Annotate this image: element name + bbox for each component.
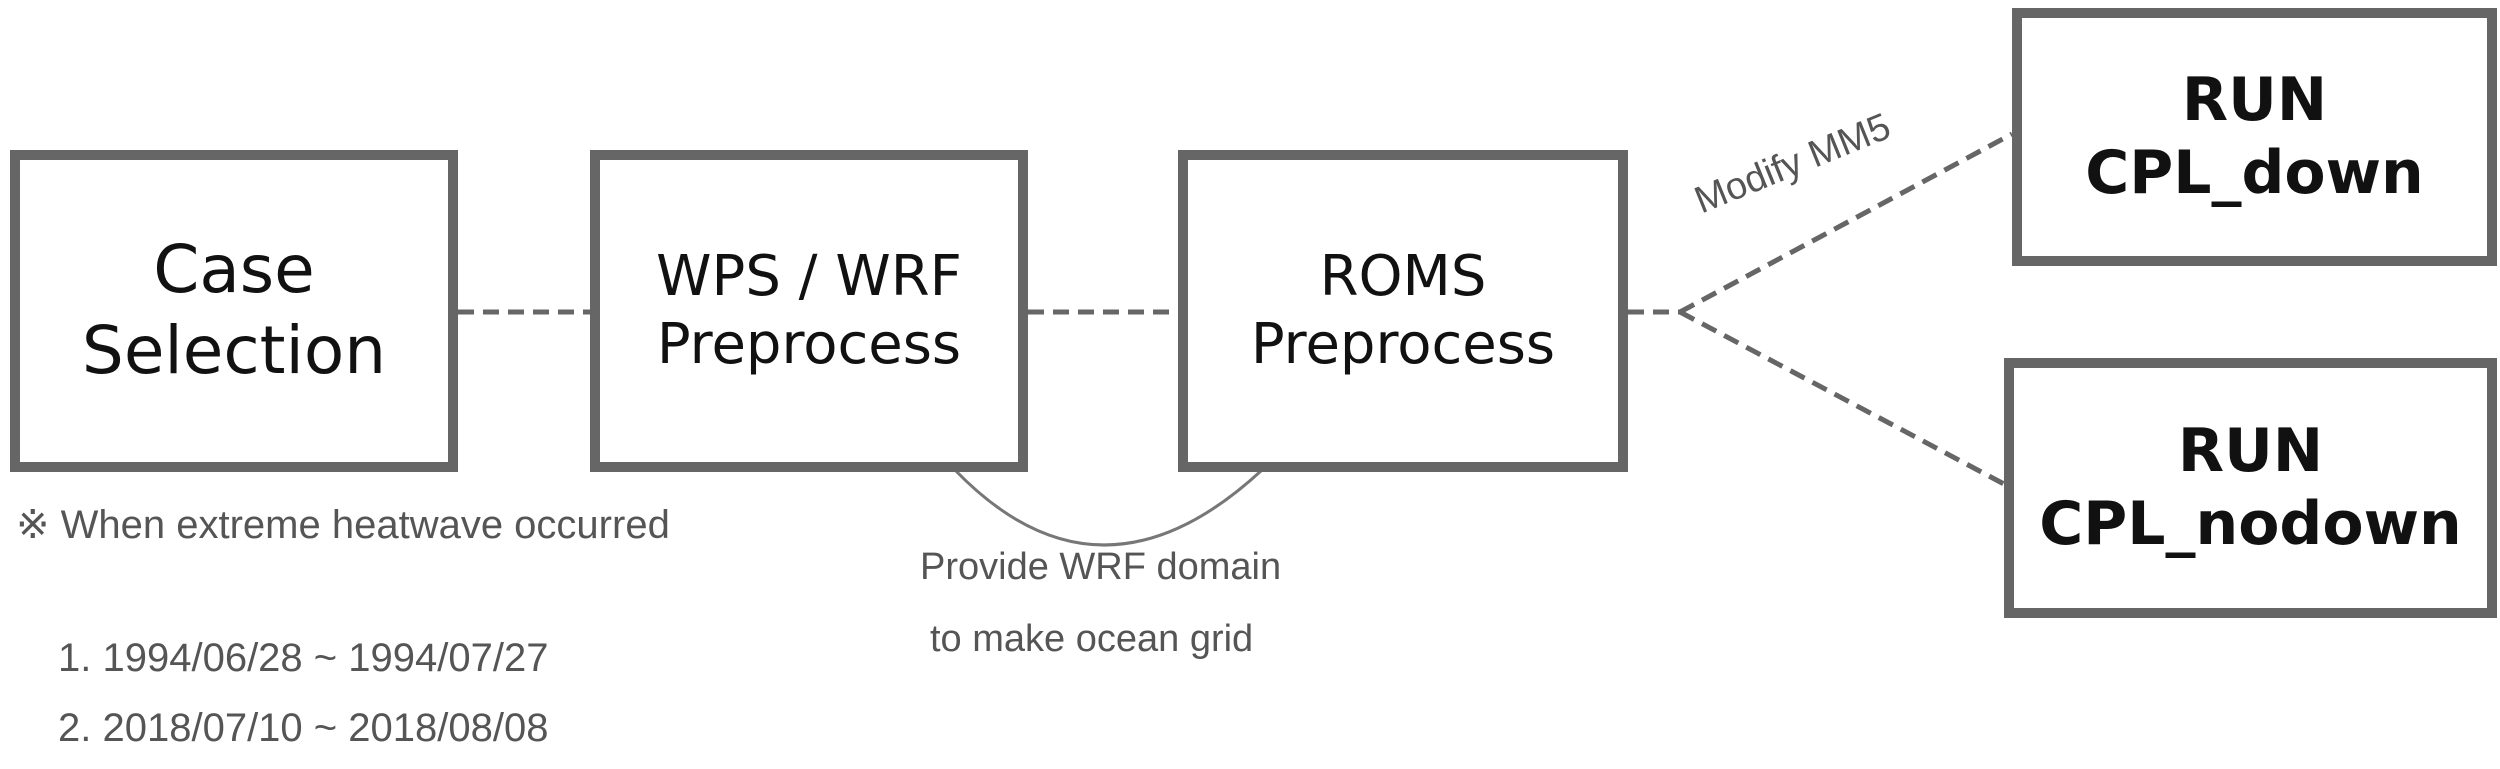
run-nodown-line-2: CPL_nodown: [2039, 489, 2462, 559]
run-down-line-2: CPL_down: [2085, 138, 2424, 208]
roms-line-2: Preprocess: [1250, 312, 1556, 377]
wps-wrf-preprocess-box: WPS / WRF Preprocess: [590, 150, 1028, 472]
case-selection-line-2: Selection: [81, 312, 387, 389]
connector-fork-to-run-nodown: [1678, 309, 2006, 487]
period-item-2: 2. 2018/07/10 ~ 2018/08/08: [58, 706, 549, 750]
heatwave-note: ※ When extreme heatwave occurred: [16, 503, 670, 547]
roms-preprocess-box: ROMS Preprocess: [1178, 150, 1628, 472]
case-selection-line-1: Case: [153, 231, 315, 309]
connector-fork-to-run-down: [1678, 131, 2014, 315]
roms-line-1: ROMS: [1319, 243, 1487, 309]
wps-wrf-line-1: WPS / WRF: [656, 243, 962, 309]
run-down-line-1: RUN: [2181, 64, 2328, 135]
wrf-domain-note-line-2: to make ocean grid: [930, 618, 1254, 660]
run-cpl-nodown-box: RUN CPL_nodown: [2004, 358, 2497, 618]
wps-wrf-line-2: Preprocess: [656, 312, 962, 377]
case-selection-box: Case Selection: [10, 150, 458, 472]
run-cpl-down-box: RUN CPL_down: [2012, 8, 2497, 266]
period-item-1: 1. 1994/06/28 ~ 1994/07/27: [58, 636, 549, 680]
wrf-domain-arc: [953, 468, 1264, 547]
wrf-domain-note-line-1: Provide WRF domain: [920, 546, 1282, 588]
run-nodown-line-1: RUN: [2177, 415, 2324, 486]
